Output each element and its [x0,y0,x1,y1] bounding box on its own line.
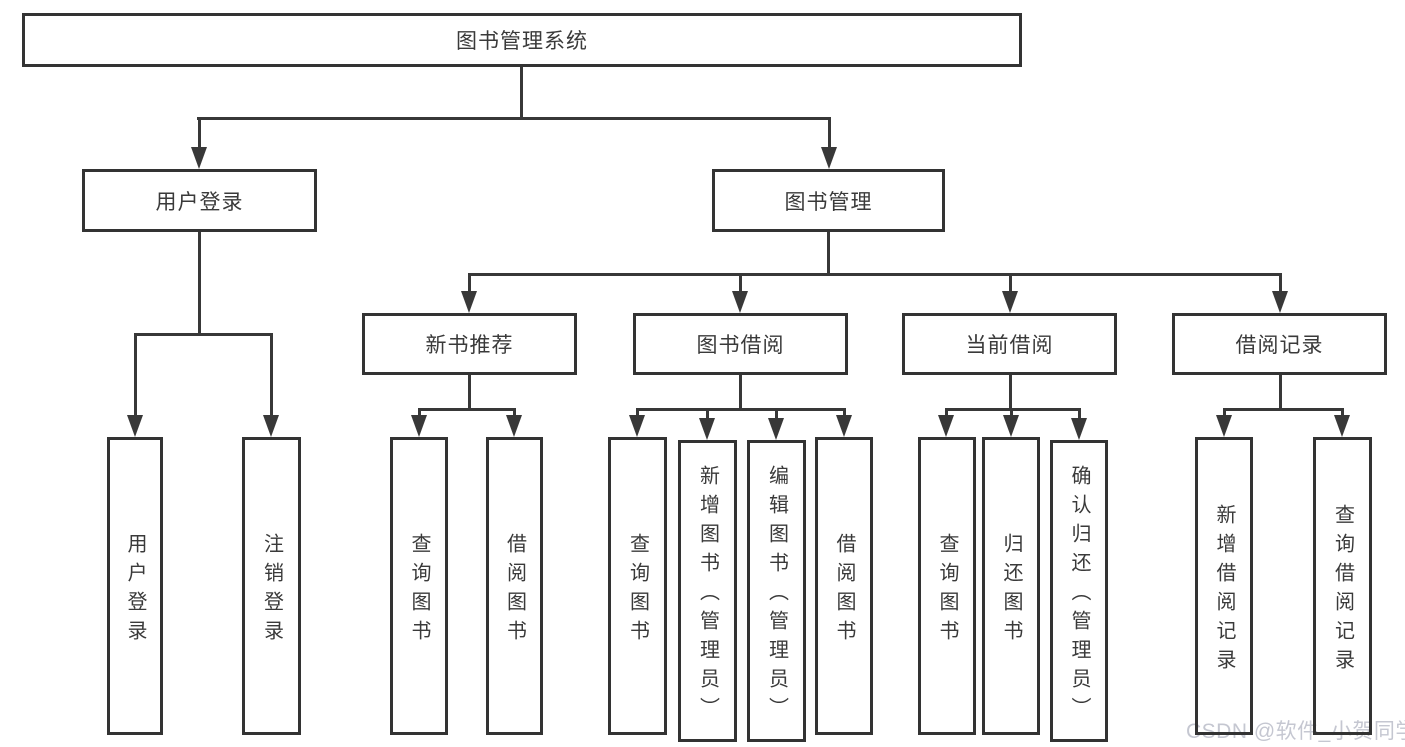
connector-current-borrow-stub [1009,375,1012,411]
arrow-down-c3 [768,418,784,440]
diagram-node-current-borrow: 当前借阅 [902,313,1117,375]
arrow-down-book-mgmt [821,147,837,169]
diagram-leaf-query-borrow-record: 查询借阅记录 [1313,437,1372,735]
diagram-leaf-add-borrow-record: 新增借阅记录 [1195,437,1253,735]
diagram-leaf-logout: 注销登录 [242,437,301,735]
arrow-down-leaf-login [127,415,143,437]
node-label-borrow-record: 借阅记录 [1235,334,1324,357]
connector-book-borrow-stub [739,375,742,411]
diagram-leaf-add-books-admin: 新增图书（管理员） [678,440,737,742]
connector-arrow-c2-stem [706,408,709,418]
connector-arrow-e1-stem [1223,408,1226,415]
connector-arrow-c3-stem [775,408,778,418]
connector-arrow-d1-stem [945,408,948,415]
connector-login-rail [134,333,273,336]
connector-new-book-rail [418,408,516,411]
connector-borrow-record-stub [1279,375,1282,411]
connector-level2-rail [197,117,831,120]
leaf-label-borrow-books-2: 借阅图书 [833,532,855,649]
connector-arrow-user-login-stem [198,117,201,147]
connector-arrow-c1-stem [636,408,639,415]
diagram-node-borrow-record: 借阅记录 [1172,313,1387,375]
diagram-leaf-return-books: 归还图书 [982,437,1040,735]
arrow-down-d2 [1003,415,1019,437]
connector-arrow-book-borrow-stem [739,273,742,291]
arrow-down-c2 [699,418,715,440]
connector-arrow-leaf-logout-stem [270,333,273,415]
diagram-node-book-management: 图书管理 [712,169,945,232]
arrow-down-new-book [461,291,477,313]
leaf-label-return-books: 归还图书 [1000,532,1022,649]
diagram-leaf-borrow-books-2: 借阅图书 [815,437,873,735]
diagram-node-new-book-recommend: 新书推荐 [362,313,577,375]
connector-arrow-borrow-record-stem [1279,273,1282,291]
arrow-down-d3 [1071,418,1087,440]
diagram-leaf-query-books-3: 查询图书 [918,437,976,735]
connector-book-borrow-rail [636,408,846,411]
diagram-leaf-confirm-return-admin: 确认归还（管理员） [1050,440,1108,742]
arrow-down-c4 [836,415,852,437]
connector-arrow-d3-stem [1078,408,1081,418]
leaf-label-query-books-1: 查询图书 [408,532,430,649]
diagram-node-book-borrow: 图书借阅 [633,313,848,375]
arrow-down-leaf-logout [263,415,279,437]
connector-arrow-e2-stem [1341,408,1344,415]
arrow-down-c1 [629,415,645,437]
leaf-label-query-books-2: 查询图书 [626,532,649,649]
leaf-label-query-borrow-record: 查询借阅记录 [1331,503,1354,678]
connector-arrow-d2-stem [1010,408,1013,415]
leaf-label-confirm-return-admin: 确认归还（管理员） [1068,465,1090,726]
leaf-label-query-books-3: 查询图书 [936,532,958,649]
arrow-down-b2 [506,415,522,437]
connector-arrow-c4-stem [843,408,846,415]
connector-arrow-current-borrow-stem [1009,273,1012,291]
node-label-user-login: 用户登录 [155,190,244,214]
connector-arrow-b1-stem [418,408,421,415]
arrow-down-e1 [1216,415,1232,437]
diagram-leaf-user-login: 用户登录 [107,437,163,735]
leaf-label-borrow-books-1: 借阅图书 [503,532,526,649]
connector-current-borrow-rail [945,408,1081,411]
leaf-label-edit-books-admin: 编辑图书（管理员） [765,465,788,726]
connector-arrow-b2-stem [513,408,516,415]
leaf-label-add-borrow-record: 新增借阅记录 [1213,503,1235,678]
node-label-current-borrow: 当前借阅 [965,334,1054,357]
connector-arrow-new-book-stem [468,273,471,291]
connector-borrow-record-rail [1223,408,1344,411]
csdn-watermark: CSDN @软件_小贺同学 [1186,720,1405,743]
arrow-down-d1 [938,415,954,437]
arrow-down-e2 [1334,415,1350,437]
leaf-label-user-login: 用户登录 [124,532,146,649]
connector-arrow-leaf-login-stem [134,333,137,415]
arrow-down-borrow-record [1272,291,1288,313]
arrow-down-user-login [191,147,207,169]
connector-root-stub [520,67,523,120]
connector-book-mgmt-stub [827,232,830,276]
diagram-node-user-login: 用户登录 [82,169,317,232]
leaf-label-logout: 注销登录 [260,532,283,649]
node-label-book-management: 图书管理 [784,190,873,214]
arrow-down-current-borrow [1002,291,1018,313]
diagram-leaf-edit-books-admin: 编辑图书（管理员） [747,440,806,742]
connector-arrow-book-mgmt-stem [828,117,831,147]
node-label-new-book-recommend: 新书推荐 [425,334,514,357]
diagram-node-root: 图书管理系统 [22,13,1022,67]
leaf-label-add-books-admin: 新增图书（管理员） [696,465,719,726]
node-label-book-borrow: 图书借阅 [696,334,785,357]
connector-user-login-stub [198,232,201,336]
diagram-leaf-query-books-1: 查询图书 [390,437,448,735]
node-label-root: 图书管理系统 [456,30,588,53]
arrow-down-book-borrow [732,291,748,313]
connector-new-book-stub [468,375,471,411]
diagram-leaf-query-books-2: 查询图书 [608,437,667,735]
arrow-down-b1 [411,415,427,437]
connector-level3-rail [468,273,1281,276]
diagram-leaf-borrow-books-1: 借阅图书 [486,437,543,735]
